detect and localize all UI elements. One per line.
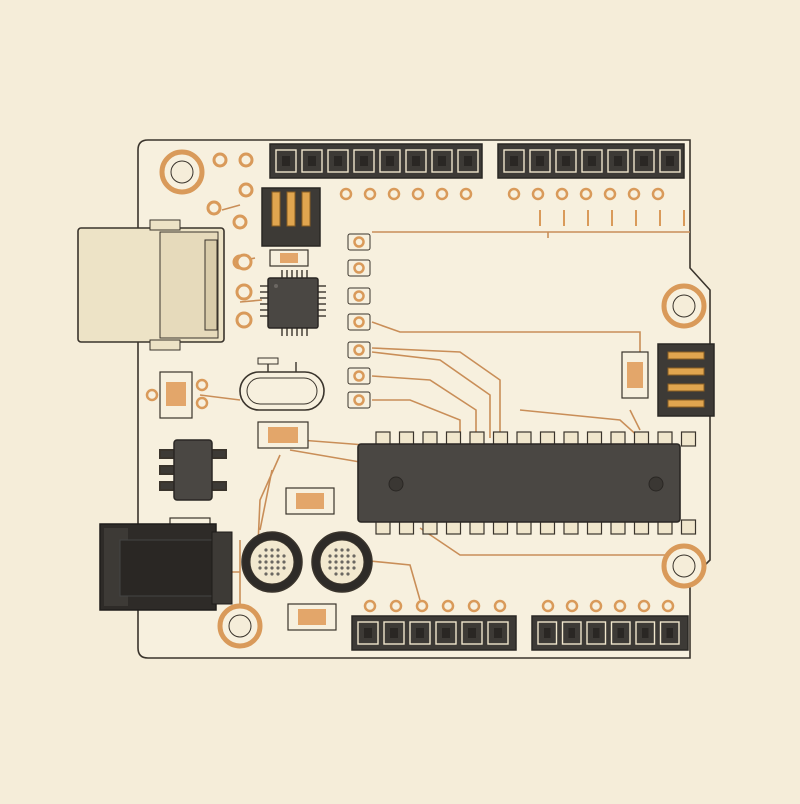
smd-capacitor-left <box>145 371 209 419</box>
pad <box>459 187 473 201</box>
usb-pads <box>235 253 253 329</box>
pad <box>613 599 627 613</box>
pad <box>507 187 521 201</box>
atmega-dip28 <box>357 431 697 535</box>
capacitor-2 <box>311 531 373 593</box>
mounting-holes <box>159 149 707 649</box>
pad <box>415 599 429 613</box>
pad <box>589 599 603 613</box>
pad <box>411 187 425 201</box>
pad <box>651 187 665 201</box>
usb-connector <box>77 219 225 351</box>
capacitor-1 <box>241 531 303 593</box>
bottom-header-right <box>531 615 689 651</box>
voltage-regulator <box>159 439 227 501</box>
smd-capacitor-upper <box>285 487 335 515</box>
icsp-header-right <box>657 343 715 417</box>
copper-traces <box>199 204 690 610</box>
header-pin <box>667 399 705 408</box>
crystal <box>239 357 325 411</box>
icsp-header-top <box>261 187 321 247</box>
pad <box>363 187 377 201</box>
pad <box>389 599 403 613</box>
electrolytic-capacitors <box>241 531 373 593</box>
smd-capacitor-bottom <box>287 603 337 631</box>
pad <box>603 187 617 201</box>
pad <box>579 187 593 201</box>
pad <box>387 187 401 201</box>
smd-pad-column <box>347 233 371 409</box>
pad <box>555 187 569 201</box>
dip-pin <box>680 431 697 447</box>
pad <box>467 599 481 613</box>
header-pin <box>667 383 705 392</box>
pad <box>565 599 579 613</box>
pad <box>493 599 507 613</box>
bottom-header-left <box>351 615 517 651</box>
usb-interface-chip <box>260 270 326 336</box>
smd-capacitor-mid <box>257 421 309 449</box>
pad <box>637 599 651 613</box>
pad <box>541 599 555 613</box>
smd-resistor-top <box>269 249 309 267</box>
pad <box>435 187 449 201</box>
pad <box>363 599 377 613</box>
pad <box>339 187 353 201</box>
header-pin <box>667 367 705 376</box>
header-pads <box>339 187 685 613</box>
top-header-right <box>497 143 685 179</box>
pad <box>627 187 641 201</box>
pad <box>441 599 455 613</box>
dip-pin <box>680 519 697 535</box>
pad <box>531 187 545 201</box>
top-header-left <box>269 143 483 179</box>
header-pin <box>667 351 705 360</box>
dc-power-jack <box>99 523 233 611</box>
pad <box>661 599 675 613</box>
smd-resistor-right <box>621 351 649 399</box>
